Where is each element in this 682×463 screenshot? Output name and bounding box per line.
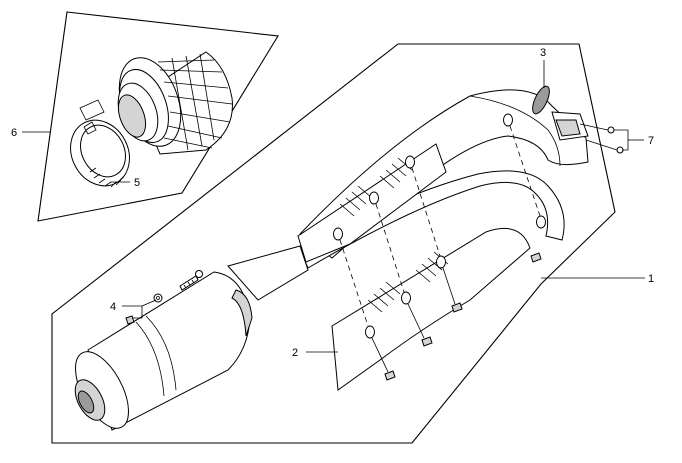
exhaust-flange	[551, 111, 624, 154]
exhaust-gasket	[532, 85, 550, 115]
exhaust-mid-pipe	[299, 170, 565, 269]
hose-clamp	[70, 99, 130, 188]
air-filter-inset-frame	[37, 11, 279, 222]
callout-4: 4	[110, 301, 116, 313]
exhaust-main-frame	[51, 43, 616, 444]
callout-1: 1	[648, 273, 654, 285]
shield-bolts	[333, 113, 546, 381]
leader-4	[122, 305, 143, 319]
callout-2: 2	[292, 347, 298, 359]
leader-4b	[141, 299, 157, 307]
air-filter	[117, 51, 233, 155]
lower-heat-shield	[331, 228, 531, 391]
callout-6: 6	[11, 127, 17, 139]
callout-5: 5	[134, 177, 140, 189]
callout-3: 3	[540, 47, 546, 59]
muffler	[74, 245, 309, 431]
callout-7: 7	[648, 135, 654, 147]
